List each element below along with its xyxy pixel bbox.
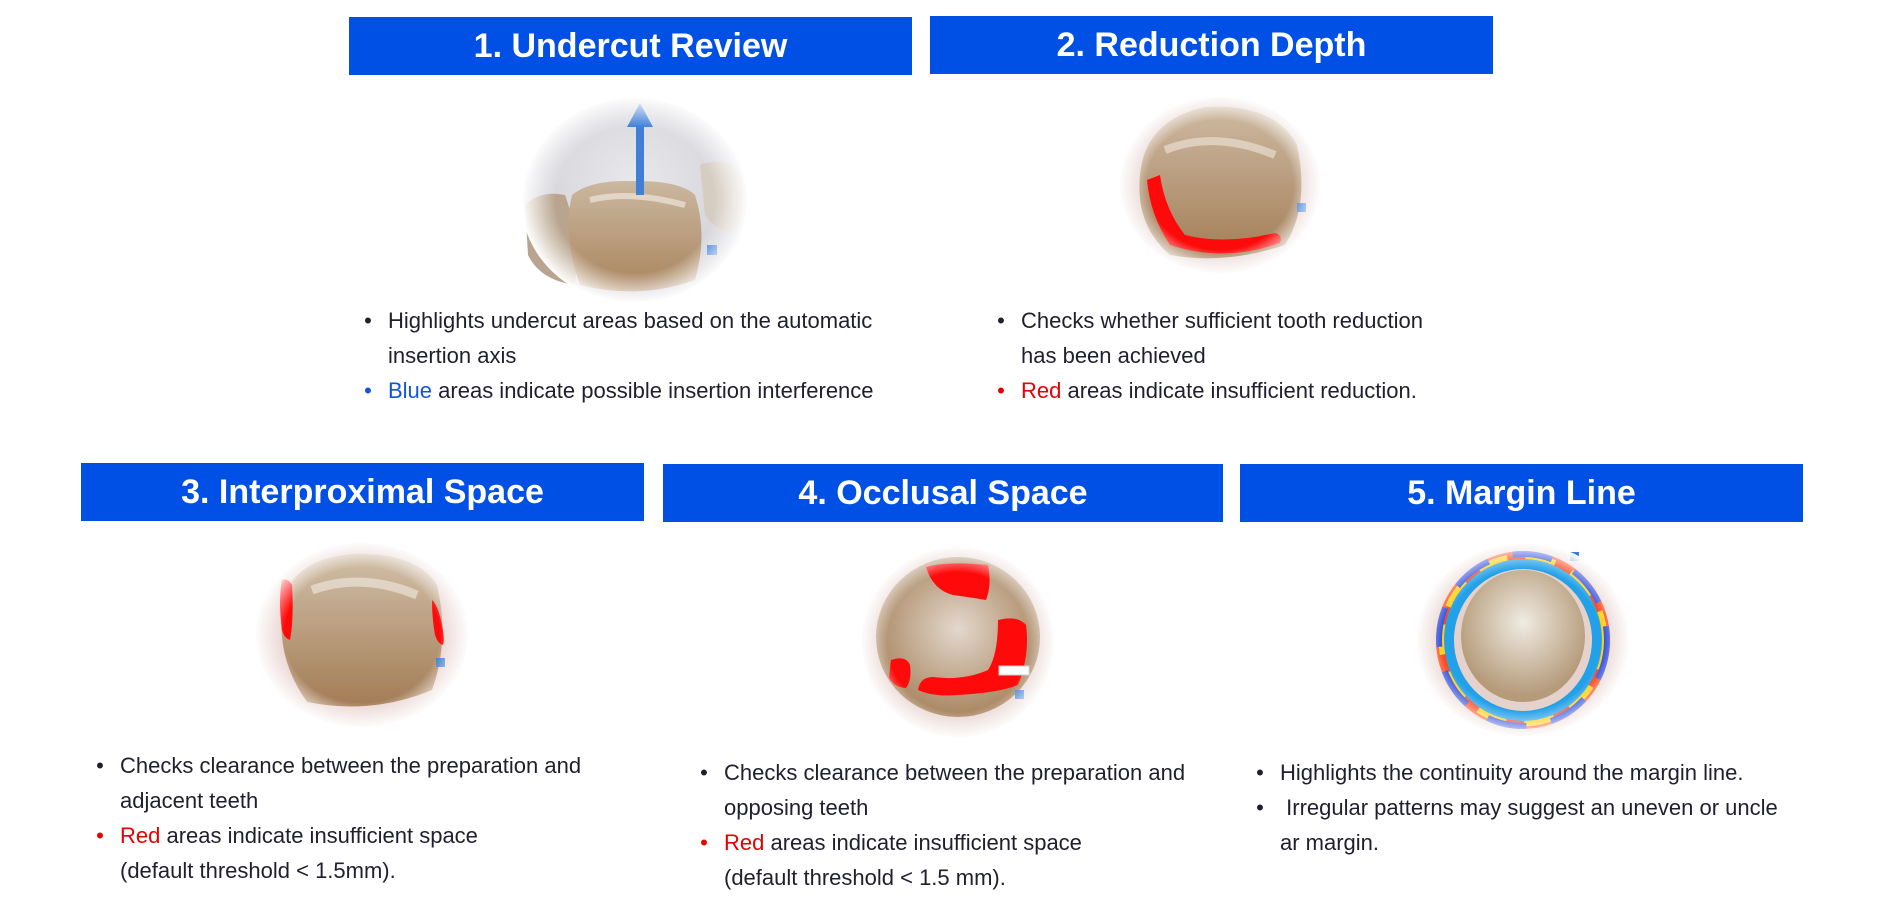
bullet-text: Irregular patterns may suggest an uneven… (1280, 795, 1784, 855)
panel-title: 5. Margin Line (1240, 464, 1803, 522)
bullet-dot-icon: • (1256, 795, 1264, 820)
undercut-tooth-image (521, 96, 749, 304)
list-item: • Highlights the continuity around the m… (1254, 755, 1794, 790)
bullet-dot-icon: • (997, 308, 1005, 333)
bullet-list: • Highlights the continuity around the m… (1254, 755, 1794, 860)
bullet-text: areas indicate insufficient space (764, 830, 1082, 855)
bullet-keyword: Red (120, 823, 161, 848)
panel-title: 3. Interproximal Space (81, 463, 644, 521)
list-item: • Red areas indicate insufficient reduct… (995, 373, 1455, 408)
bullet-text: areas indicate possible insertion interf… (432, 378, 874, 403)
panel-title: 1. Undercut Review (349, 17, 912, 75)
bullet-text: Highlights undercut areas based on the a… (388, 308, 873, 368)
list-item: • Highlights undercut areas based on the… (362, 303, 922, 373)
bullet-threshold: (default threshold < 1.5mm). (120, 858, 396, 883)
list-item: • Red areas indicate insufficient space … (94, 818, 654, 888)
occlusal-tooth-image (860, 545, 1056, 739)
bullet-text: Checks whether sufficient tooth reductio… (1021, 308, 1423, 368)
panel-title: 2. Reduction Depth (930, 16, 1493, 74)
list-item: • Blue areas indicate possible insertion… (362, 373, 922, 408)
bullet-dot-icon: • (700, 830, 708, 855)
bullet-keyword: Blue (388, 378, 433, 403)
margin-line-tooth-image (1415, 542, 1631, 738)
bullet-threshold: (default threshold < 1.5 mm). (724, 865, 1006, 890)
list-item: • Checks whether sufficient tooth reduct… (995, 303, 1455, 373)
bullet-dot-icon: • (364, 378, 372, 403)
reduction-tooth-image (1118, 95, 1322, 275)
bullet-text: areas indicate insufficient reduction. (1061, 378, 1417, 403)
bullet-dot-icon: • (96, 753, 104, 778)
list-item: • Red areas indicate insufficient space … (698, 825, 1228, 895)
bullet-text: Checks clearance between the preparation… (120, 753, 582, 813)
bullet-list: • Highlights undercut areas based on the… (362, 303, 922, 408)
bullet-dot-icon: • (364, 308, 372, 333)
bullet-list: • Checks clearance between the preparati… (698, 755, 1228, 895)
bullet-dot-icon: • (700, 760, 708, 785)
bullet-list: • Checks clearance between the preparati… (94, 748, 654, 888)
bullet-text: Checks clearance between the preparation… (724, 760, 1186, 820)
bullet-keyword: Red (724, 830, 765, 855)
bullet-text: Highlights the continuity around the mar… (1280, 760, 1744, 785)
bullet-dot-icon: • (997, 378, 1005, 403)
list-item: • Checks clearance between the preparati… (698, 755, 1228, 825)
bullet-dot-icon: • (96, 823, 104, 848)
bullet-text: areas indicate insufficient space (160, 823, 478, 848)
list-item: • Checks clearance between the preparati… (94, 748, 654, 818)
interproximal-tooth-image (254, 541, 470, 729)
bullet-dot-icon: • (1256, 760, 1264, 785)
bullet-keyword: Red (1021, 378, 1062, 403)
bullet-list: • Checks whether sufficient tooth reduct… (995, 303, 1455, 408)
panel-title: 4. Occlusal Space (663, 464, 1223, 522)
list-item: • Irregular patterns may suggest an unev… (1254, 790, 1794, 860)
